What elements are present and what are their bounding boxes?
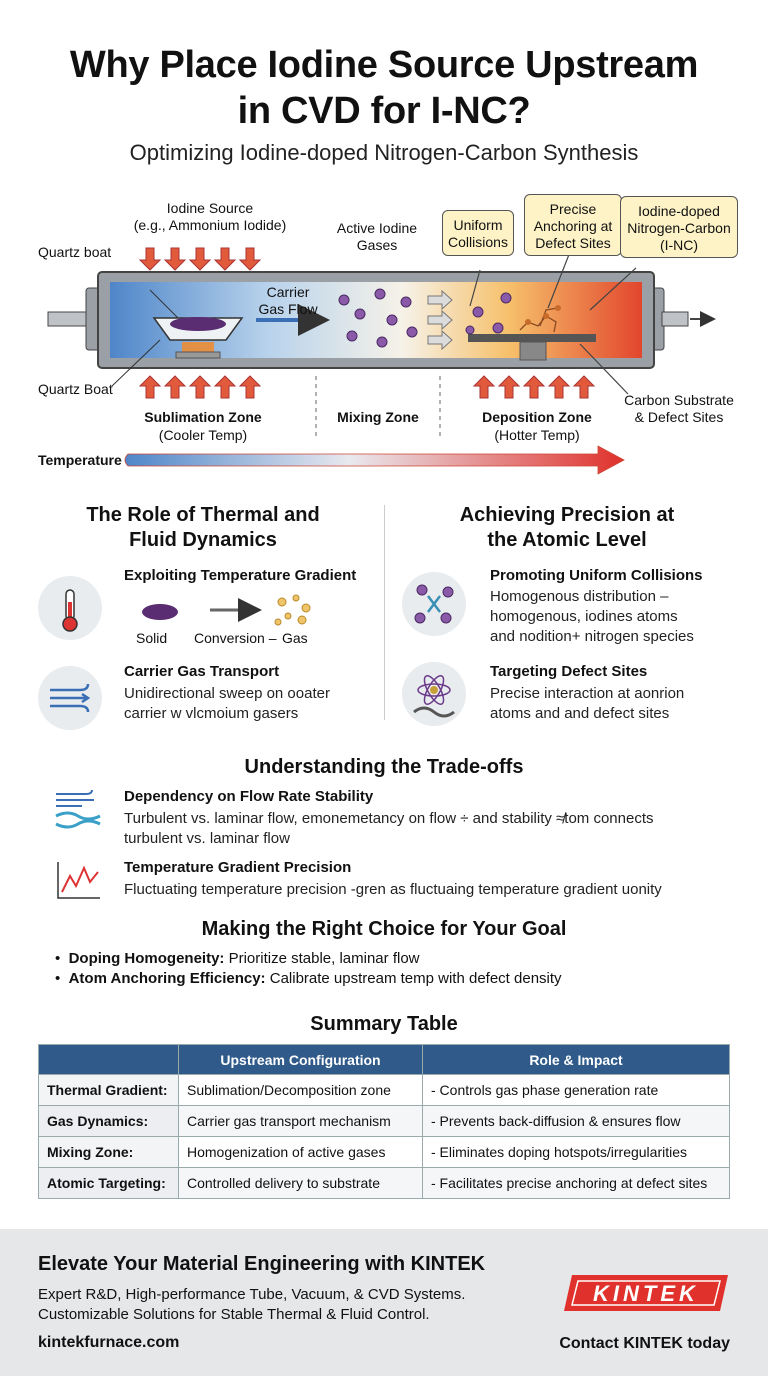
item-carrier-gas-title: Carrier Gas Transport <box>124 663 280 680</box>
graph-icon <box>54 858 104 902</box>
table-header-cell: Upstream Configuration <box>178 1044 423 1075</box>
table-cell: - Controls gas phase generation rate <box>422 1074 730 1106</box>
temperature-label: Temperature <box>38 452 122 468</box>
page-title: Why Place Iodine Source Upstream in CVD … <box>69 44 699 132</box>
quartz-boat-top-label: Quartz boat <box>38 244 112 260</box>
choice-bullet-1: • Doping Homogeneity: Prioritize stable,… <box>55 950 420 967</box>
quartz-boat-bottom-label: Quartz Boat <box>38 381 113 397</box>
carbon-substrate-label: Carbon Substrate & Defect Sites <box>624 392 734 425</box>
table-cell: Atomic Targeting: <box>38 1167 179 1199</box>
table-row: Atomic Targeting: Controlled delivery to… <box>38 1167 730 1199</box>
table-header-cell: Role & Impact <box>422 1044 730 1075</box>
contact-link[interactable]: Contact KINTEK today <box>559 1335 730 1352</box>
callout-precise-anchoring: Precise Anchoring at Defect Sites <box>524 194 622 256</box>
conversion-illustration <box>130 590 350 630</box>
table-row: Thermal Gradient: Sublimation/Decomposit… <box>38 1074 730 1106</box>
cvd-tube-diagram: Iodine Source (e.g., Ammonium Iodide) Qu… <box>0 190 768 480</box>
active-iodine-label: Active Iodine Gases <box>336 220 418 253</box>
footer-text: Expert R&D, High-performance Tube, Vacuu… <box>38 1286 466 1323</box>
right-section-heading: Achieving Precision at the Atomic Level <box>459 504 675 551</box>
tradeoff-temp-text: Fluctuating temperature precision -ɡren … <box>124 881 662 898</box>
choice-bullet-2: • Atom Anchoring Efficiency: Calibrate u… <box>55 970 562 987</box>
choice-heading: Making the Right Choice for Your Goal <box>201 918 567 940</box>
table-cell: Thermal Gradient: <box>38 1074 179 1106</box>
table-cell: Mixing Zone: <box>38 1136 179 1168</box>
page-subtitle: Optimizing Iodine-doped Nitrogen-Carbon … <box>129 140 639 165</box>
section-divider <box>384 505 385 720</box>
table-row: Gas Dynamics: Carrier gas transport mech… <box>38 1105 730 1137</box>
left-section-heading: The Role of Thermal and Fluid Dynamics <box>86 504 320 551</box>
tradeoff-flow-text: Turbulent vs. laminar flow, emonemetancy… <box>124 810 654 847</box>
table-cell: - Facilitates precise anchoring at defec… <box>422 1167 730 1199</box>
footer: Elevate Your Material Engineering with K… <box>0 1229 768 1376</box>
item-defect-sites-text: Precise interaction at aonrion atoms and… <box>490 685 685 722</box>
logo-text: KINTEK <box>593 1281 699 1306</box>
callout-uniform-collisions: Uniform Collisions <box>442 210 514 256</box>
item-temp-gradient-title: Exploiting Temperature Gradient <box>124 567 357 584</box>
table-cell: Homogenization of active gases <box>178 1136 423 1168</box>
table-header-cell <box>38 1044 179 1075</box>
iodine-source-label: Iodine Source (e.g., Ammonium Iodide) <box>133 200 287 233</box>
item-collisions-title: Promoting Uniform Collisions <box>490 567 703 584</box>
summary-table: Upstream Configuration Role & Impact The… <box>38 1044 730 1199</box>
wind-icon <box>38 666 102 730</box>
atom-icon <box>402 662 466 726</box>
table-cell: Carrier gas transport mechanism <box>178 1105 423 1137</box>
table-cell: - Eliminates doping hotspots/irregularit… <box>422 1136 730 1168</box>
mixing-zone-label: Mixing Zone <box>337 409 419 425</box>
sublimation-zone-label: Sublimation Zone (Cooler Temp) <box>144 409 262 443</box>
tradeoff-flow-title: Dependency on Flow Rate Stability <box>124 788 374 805</box>
item-collisions-text: Homogenous distribution – homogenous, io… <box>490 588 694 645</box>
kintek-logo: KINTEK <box>562 1273 730 1313</box>
thermometer-icon <box>38 576 102 640</box>
table-row: Mixing Zone: Homogenization of active ga… <box>38 1136 730 1168</box>
tradeoff-temp-title: Temperature Gradient Precision <box>124 859 352 876</box>
deposition-zone-label: Deposition Zone (Hotter Temp) <box>482 409 592 443</box>
footer-heading: Elevate Your Material Engineering with K… <box>38 1253 486 1275</box>
flow-icon <box>52 786 104 834</box>
callout-inc: Iodine-doped Nitrogen-Carbon (I-NC) <box>620 196 738 258</box>
cvd-tube-illustration <box>47 247 716 475</box>
item-defect-sites-title: Targeting Defect Sites <box>490 663 648 680</box>
tradeoffs-heading: Understanding the Trade-offs <box>244 756 524 778</box>
table-cell: Gas Dynamics: <box>38 1105 179 1137</box>
conversion-gas-label: Gas <box>282 630 308 646</box>
carrier-gas-label: Carrier Gas Flow <box>258 284 318 317</box>
footer-url-link[interactable]: kintekfurnace.com <box>38 1334 180 1351</box>
conversion-mid-label: Conversion – <box>194 630 277 646</box>
item-carrier-gas-text: Unidirectional sweep on ooater carrier w… <box>124 685 330 722</box>
summary-heading: Summary Table <box>310 1013 458 1035</box>
table-cell: Controlled delivery to substrate <box>178 1167 423 1199</box>
table-header-row: Upstream Configuration Role & Impact <box>38 1044 730 1075</box>
table-cell: Sublimation/Decomposition zone <box>178 1074 423 1106</box>
collision-icon <box>402 572 466 636</box>
table-cell: - Prevents back-diffusion & ensures flow <box>422 1105 730 1137</box>
conversion-solid-label: Solid <box>136 630 168 646</box>
